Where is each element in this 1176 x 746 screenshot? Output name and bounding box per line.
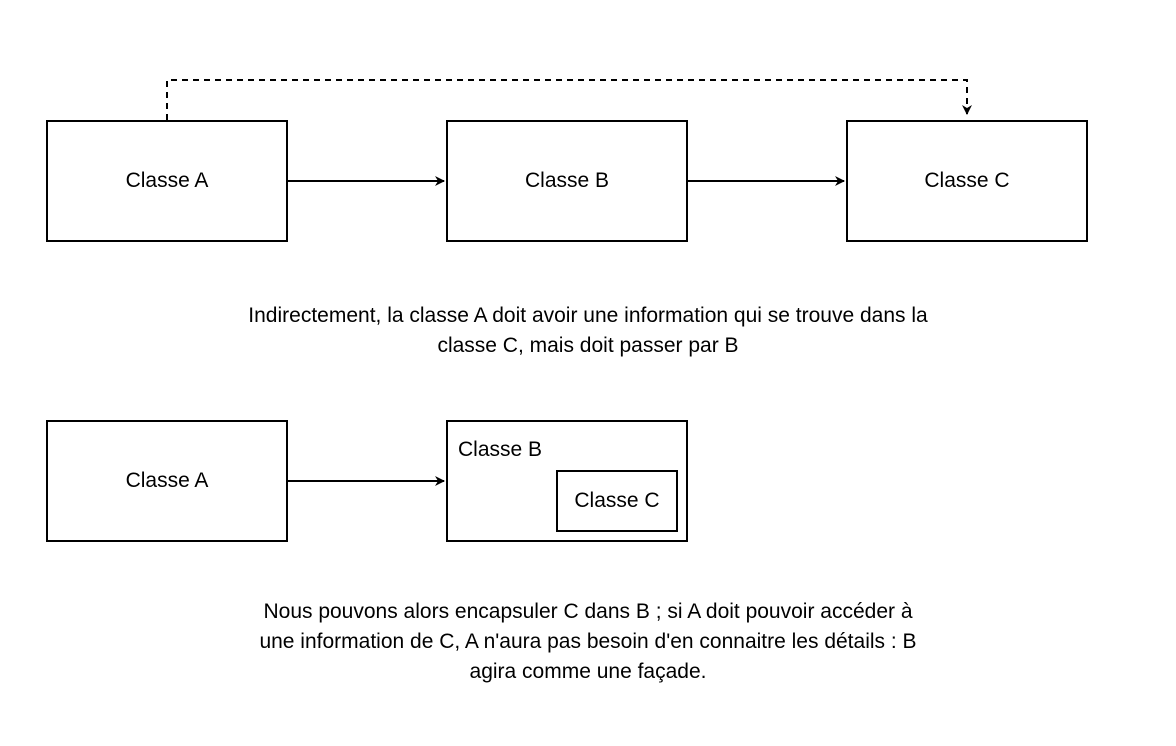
encapsulating-class-b-label: Classe B [458, 438, 543, 461]
bottom-caption-line-2: une information de C, A n'aura pas besoi… [259, 630, 917, 653]
class-c-box: Classe C [846, 120, 1088, 242]
class-a-box: Classe A [46, 120, 288, 242]
dashed-arrow-a-to-c [166, 79, 972, 120]
class-c-label: Classe C [924, 169, 1010, 192]
bottom-caption-line-3: agira comme une façade. [469, 660, 707, 683]
nested-class-c-box: Classe C [556, 470, 678, 532]
class-b-label: Classe B [524, 169, 610, 192]
bottom-caption-line-1: Nous pouvons alors encapsuler C dans B ;… [263, 600, 913, 623]
class-a-label: Classe A [125, 169, 209, 192]
bottom-caption: Nous pouvons alors encapsuler C dans B ;… [138, 597, 1038, 687]
top-caption: Indirectement, la classe A doit avoir un… [138, 301, 1038, 361]
top-caption-line-2: classe C, mais doit passer par B [437, 334, 739, 357]
top-caption-line-1: Indirectement, la classe A doit avoir un… [248, 304, 928, 327]
class-b-box: Classe B [446, 120, 688, 242]
encapsulated-class-a-box: Classe A [46, 420, 288, 542]
encapsulated-class-a-label: Classe A [125, 469, 209, 492]
nested-class-c-label: Classe C [574, 489, 660, 512]
